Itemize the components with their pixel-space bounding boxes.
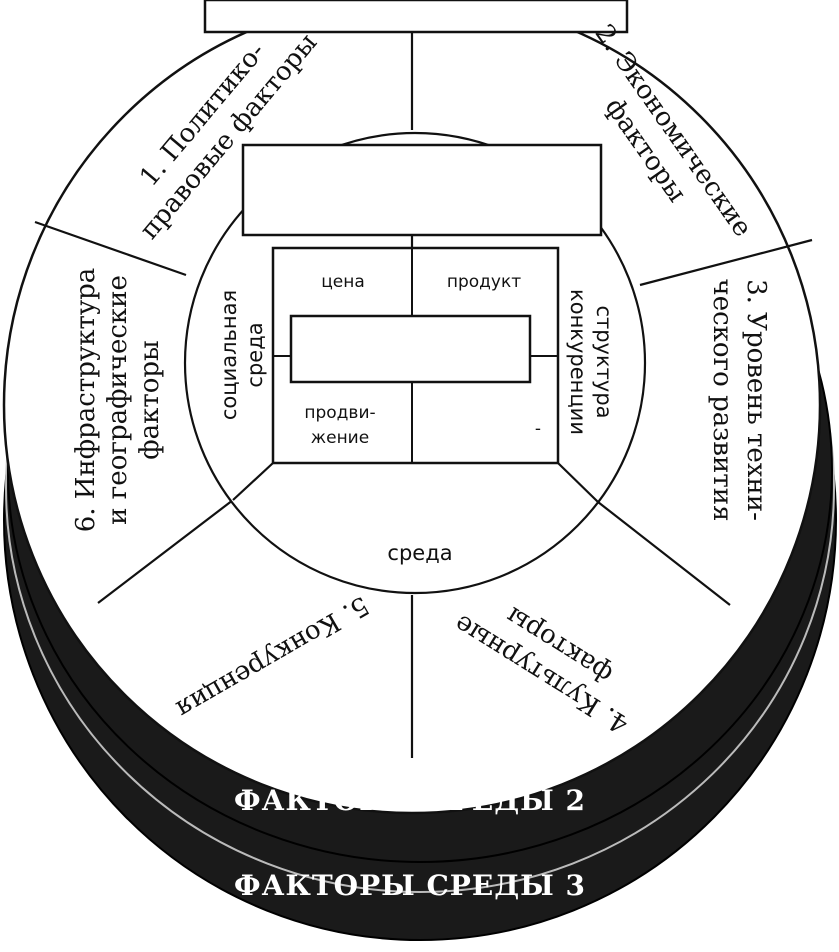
social-env-line-2: среда bbox=[243, 322, 267, 387]
divider-top-right bbox=[639, 238, 813, 287]
mix-to-circle-left bbox=[232, 462, 274, 501]
divider-top-left bbox=[34, 220, 187, 277]
competition-env-line-2: конкуренции bbox=[566, 289, 590, 435]
divider-bottom-right bbox=[597, 501, 731, 606]
company-box bbox=[241, 143, 603, 237]
mix-promotion-label-2: жение bbox=[311, 428, 369, 448]
mix-center-box bbox=[289, 314, 532, 384]
bottom-env-label: среда bbox=[387, 541, 452, 565]
sector-6-line-1: 6. Инфраструктура bbox=[71, 268, 101, 533]
mix-promotion-label-1: продви- bbox=[304, 403, 375, 423]
sector-3-line-1: 3. Уровень техни- bbox=[741, 279, 771, 521]
social-env-line-1: социальная bbox=[217, 290, 241, 420]
ring-2-label: ФАКТОРЫ СРЕДЫ 2 bbox=[234, 784, 586, 817]
competition-env-line-1: структура bbox=[592, 305, 616, 418]
inner-dividers bbox=[232, 235, 599, 503]
top-box bbox=[203, 0, 629, 34]
mix-to-circle-right bbox=[557, 462, 599, 503]
divider-bottom-left bbox=[97, 499, 234, 604]
sector-6-line-3: факторы bbox=[135, 340, 165, 459]
mix-place-label: - bbox=[535, 419, 541, 439]
inner-environment-labels: социальная среда структура конкуренции с… bbox=[217, 289, 616, 565]
mix-price-label: цена bbox=[321, 272, 365, 292]
marketing-mix: цена продукт продви- жение - bbox=[271, 246, 560, 465]
sector-3-line-2: ческого развития bbox=[707, 279, 737, 522]
mix-product-label: продукт bbox=[447, 272, 521, 292]
sector-6-line-2: и географические bbox=[103, 275, 133, 525]
ring-3-label: ФАКТОРЫ СРЕДЫ 3 bbox=[234, 869, 586, 902]
